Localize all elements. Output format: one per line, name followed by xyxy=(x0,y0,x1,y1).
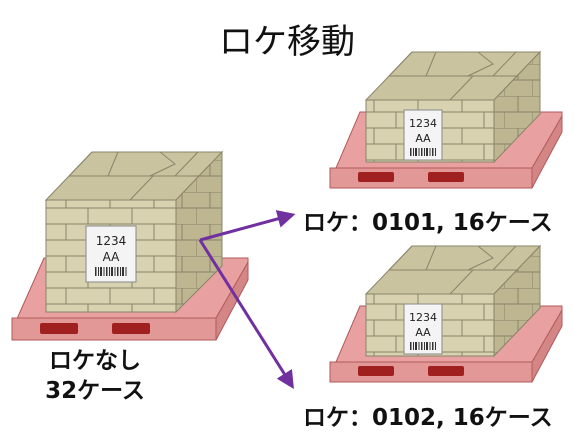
dest1-label-line2: AA xyxy=(415,132,431,145)
dest2-label-line1: 1234 xyxy=(409,311,437,324)
dest1-label-line1: 1234 xyxy=(409,117,437,130)
source-box-stack: 1234 AA xyxy=(44,150,224,314)
barcode-icon xyxy=(410,148,436,156)
destination-2-description: ロケ：0102, 16ケース xyxy=(303,405,553,431)
page-title: ロケ移動 xyxy=(219,22,355,62)
source-location-status: ロケなし xyxy=(49,348,141,374)
source-label-line1: 1234 xyxy=(96,234,127,248)
destination-box-stack-1: 1234 AA xyxy=(364,50,542,164)
barcode-icon xyxy=(410,342,436,350)
source-case-count: 32ケース xyxy=(45,378,145,404)
destination-box-stack-2: 1234 AA xyxy=(364,244,542,358)
destination-1-description: ロケ：0101, 16ケース xyxy=(303,210,553,236)
dest2-label-line2: AA xyxy=(415,326,431,339)
barcode-icon xyxy=(95,267,127,276)
arrow-to-destination-2 xyxy=(198,239,294,390)
source-description: ロケなし 32ケース xyxy=(40,346,150,406)
source-label-line2: AA xyxy=(103,250,121,264)
arrow-to-destination-1 xyxy=(199,210,296,242)
